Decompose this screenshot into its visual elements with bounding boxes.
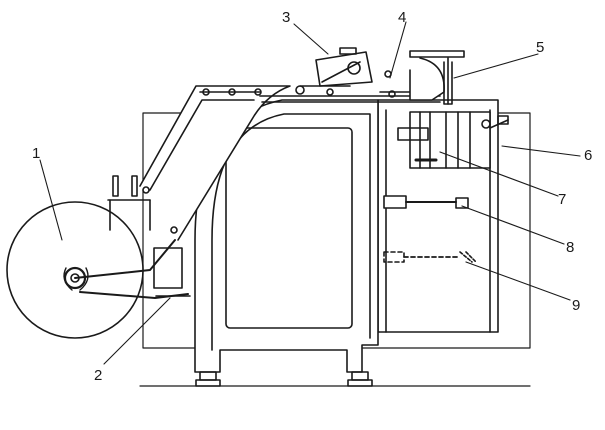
leader-3 (293, 23, 329, 55)
guide-posts (107, 175, 191, 297)
cylinder-upper (383, 195, 469, 209)
forming-collar (409, 50, 465, 105)
leader-6 (501, 145, 581, 157)
callout-7: 7 (558, 191, 566, 208)
sealing-mechanism (397, 111, 509, 169)
leader-2 (103, 297, 171, 365)
callout-2: 2 (94, 367, 102, 384)
leader-5 (453, 53, 539, 79)
leader-9 (465, 261, 571, 301)
film-roll (6, 201, 189, 339)
leader-8 (461, 205, 565, 245)
callout-6: 6 (584, 147, 592, 164)
callout-8: 8 (566, 239, 574, 256)
leader-lines (39, 21, 581, 365)
callout-4: 4 (398, 9, 406, 26)
leader-7 (439, 151, 559, 197)
film-arm (139, 85, 291, 241)
callout-1: 1 (32, 145, 40, 162)
pulling-unit (315, 47, 373, 87)
base-feet (139, 371, 531, 387)
cylinder-lower (383, 251, 477, 263)
leader-1 (39, 159, 63, 241)
callout-3: 3 (282, 9, 290, 26)
callout-5: 5 (536, 39, 544, 56)
leader-4 (389, 21, 407, 79)
callout-labels: 1 2 3 4 5 6 7 8 9 (32, 9, 592, 384)
callout-9: 9 (572, 297, 580, 314)
